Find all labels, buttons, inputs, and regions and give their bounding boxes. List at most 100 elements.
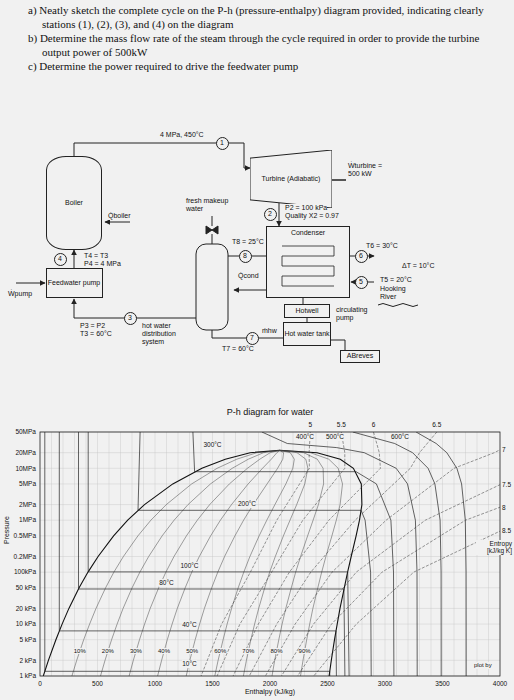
enthalpy-tick: 4000 bbox=[493, 680, 507, 687]
pipe-connector bbox=[279, 203, 280, 226]
entropy-label: 8 bbox=[502, 504, 506, 511]
pressure-tick: 20MPa bbox=[15, 449, 36, 456]
grid-line bbox=[270, 432, 271, 676]
grid-line bbox=[40, 520, 500, 521]
isotherm-line bbox=[59, 432, 336, 676]
enthalpy-tick: 2000 bbox=[263, 680, 277, 687]
condenser-box: Condenser bbox=[266, 226, 350, 298]
quality-line bbox=[72, 450, 280, 676]
quality-line bbox=[101, 450, 280, 676]
grid-line bbox=[316, 432, 317, 676]
question-text: c) Determine the power required to drive… bbox=[28, 59, 506, 73]
state-annotation: Ẇpump bbox=[8, 290, 32, 298]
node-text: Turbine (Adiabatic) bbox=[262, 175, 321, 183]
grid-line bbox=[40, 587, 500, 588]
state-annotation: T6 = 30°C bbox=[366, 242, 398, 250]
node-text: Hot water tank bbox=[284, 330, 329, 338]
pressure-tick: 5 kPa bbox=[19, 636, 36, 643]
work-arrow bbox=[16, 283, 45, 284]
condenser-coil bbox=[282, 246, 334, 286]
state-annotation: 4 MPa, 450°C bbox=[160, 131, 204, 139]
state-annotation: T8 = 25°C bbox=[232, 238, 264, 246]
isotherm-line bbox=[88, 432, 349, 676]
mixing-vessel bbox=[196, 244, 228, 330]
grid-line bbox=[97, 432, 98, 676]
grid-line bbox=[40, 468, 500, 469]
enthalpy-tick: 2500 bbox=[320, 680, 334, 687]
isotherm-line bbox=[416, 432, 466, 676]
pipe bbox=[330, 340, 345, 350]
state-annotation: fresh makeup water bbox=[186, 197, 240, 213]
grid-line bbox=[212, 432, 213, 676]
turbine-shape: Turbine (Adiabatic) bbox=[250, 150, 332, 208]
chart-curves bbox=[43, 432, 500, 676]
node-text: 5 bbox=[359, 278, 363, 286]
entropy-label: 5.5 bbox=[337, 421, 346, 428]
axis-title: Enthalpy (kJ/kg) bbox=[245, 688, 295, 696]
state-annotation: ṁhw bbox=[262, 327, 277, 335]
grid-line bbox=[178, 432, 179, 676]
entropy-label: 7 bbox=[502, 446, 506, 453]
grid-line bbox=[419, 432, 420, 676]
grid-line bbox=[40, 624, 500, 625]
state-annotation: Hooking River bbox=[380, 285, 420, 301]
grid-line bbox=[431, 432, 432, 676]
grid-line bbox=[327, 432, 328, 676]
grid-line bbox=[166, 432, 167, 676]
grid-line bbox=[86, 432, 87, 676]
isotherm-label: 100°C bbox=[180, 562, 198, 569]
isotherm-line bbox=[353, 432, 441, 676]
grid-line bbox=[454, 432, 455, 676]
tank-box: Hot water tank bbox=[283, 322, 331, 346]
station-number: 6 bbox=[355, 250, 368, 263]
grid-line bbox=[362, 432, 363, 676]
node-text: 7 bbox=[250, 334, 254, 342]
grid-line bbox=[385, 432, 386, 676]
pressure-tick: 2MPa bbox=[19, 501, 36, 508]
node-text: 1 bbox=[220, 139, 224, 147]
axis-note: Entropy [kJ/kg K] bbox=[476, 540, 512, 555]
state-annotation: P4 = 4 MPa bbox=[84, 260, 121, 268]
quality-label: 90% bbox=[299, 648, 311, 655]
enthalpy-tick: 1500 bbox=[205, 680, 219, 687]
heat-arrow bbox=[105, 222, 130, 223]
entropy-line bbox=[282, 432, 501, 676]
pressure-tick: 10MPa bbox=[15, 465, 36, 472]
grid-line bbox=[40, 535, 500, 536]
quality-line bbox=[129, 450, 280, 676]
station-number: 1 bbox=[216, 137, 229, 150]
isotherm-line bbox=[193, 432, 394, 676]
entropy-line bbox=[298, 432, 500, 676]
boiler-vessel: Boiler bbox=[46, 156, 102, 250]
state-annotation: circulating pump bbox=[336, 306, 380, 322]
state-annotation: Ẇturbine = 500 kW bbox=[348, 162, 388, 178]
grid-line bbox=[40, 483, 500, 484]
station-number: 4 bbox=[54, 253, 67, 266]
question-text: a) Neatly sketch the complete cycle on t… bbox=[28, 3, 506, 31]
node-text: 8 bbox=[243, 252, 247, 260]
grid-line bbox=[373, 432, 374, 676]
isotherm-label: 200°C bbox=[238, 500, 256, 507]
entropy-line bbox=[265, 432, 500, 676]
quality-line bbox=[186, 450, 283, 676]
hotwell-box: Hotwell bbox=[284, 304, 330, 318]
pipe bbox=[212, 216, 213, 226]
entropy-label: 6 bbox=[372, 421, 376, 428]
entropy-label: 6.5 bbox=[432, 421, 441, 428]
grid-line bbox=[40, 660, 500, 661]
isotherm-line bbox=[138, 432, 371, 676]
enthalpy-tick: 3000 bbox=[378, 680, 392, 687]
pump-box: Feedwater pump bbox=[46, 268, 103, 298]
grid-line bbox=[132, 432, 133, 676]
grid-line bbox=[281, 432, 282, 676]
quality-label: 30% bbox=[130, 648, 142, 655]
node-text: ABreves bbox=[347, 352, 373, 360]
quality-label: 40% bbox=[158, 648, 170, 655]
grid-line bbox=[40, 639, 500, 640]
entropy-line bbox=[217, 432, 345, 676]
node-text: 4 bbox=[58, 255, 62, 263]
pressure-tick: 100kPa bbox=[14, 568, 36, 575]
grid-line bbox=[109, 432, 110, 676]
